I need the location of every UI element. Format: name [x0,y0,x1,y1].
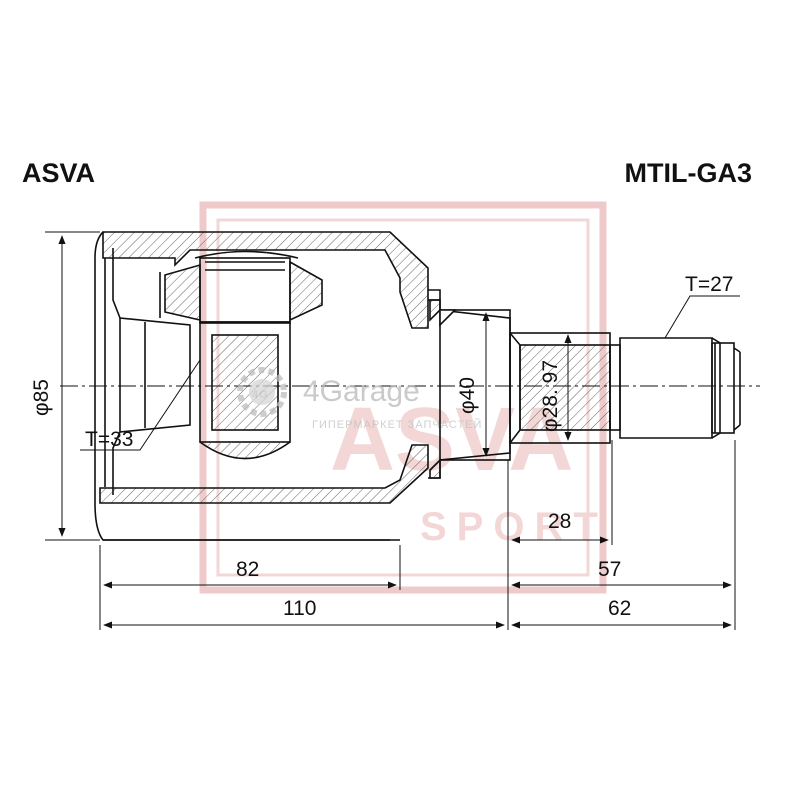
dim-outer-diameter: φ85 [30,379,53,416]
cv-joint-housing [94,231,741,541]
dim-neck-diameter: φ40 [456,377,479,414]
logo-tagline: ГИПЕРМАРКЕТ ЗАПЧАСТЕЙ [312,418,482,431]
dim-inner-teeth: T=33 [85,428,133,451]
dim-body-length: 110 [283,597,316,620]
dim-shaft-diameter: φ28. 97 [539,360,562,432]
dim-outer-teeth: T=27 [685,273,733,296]
dim-housing-length: 82 [236,558,259,581]
watermark-stamp: ASVA SPORT [199,201,608,594]
logo-badge: 4G [252,389,269,401]
stamp-text-bottom: SPORT [420,505,608,549]
dim-shaft-length: 57 [598,558,621,581]
dim-stem-length: 62 [608,597,631,620]
gear-icon [237,367,287,417]
watermark-logo: 4G 4Garage ГИПЕРМАРКЕТ ЗАПЧАСТЕЙ [237,367,482,431]
brand-label: ASVA [22,158,96,188]
logo-text: 4Garage [303,375,420,408]
part-number-label: MTIL-GA3 [624,158,753,188]
dim-spline-length: 28 [548,510,571,533]
dimension-lines [45,231,740,630]
